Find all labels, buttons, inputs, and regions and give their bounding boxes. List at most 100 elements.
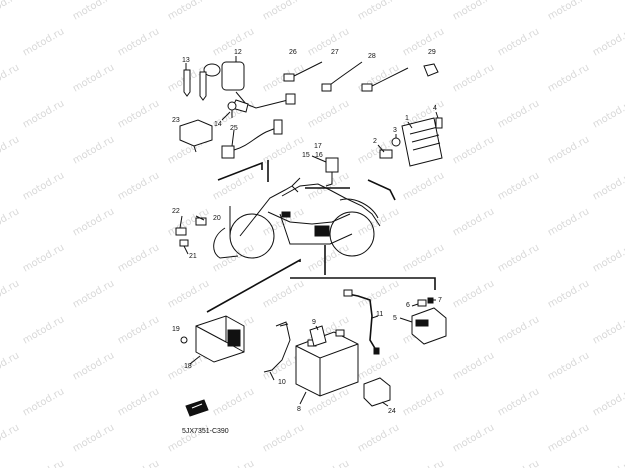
watermark-text: motod.ru — [261, 278, 306, 310]
leader-10 — [269, 371, 275, 381]
watermark-text: motod.ru — [0, 278, 21, 310]
brand-tag-stripe — [191, 403, 203, 409]
watermark-text: motod.ru — [0, 422, 21, 454]
nut-4 — [435, 117, 443, 129]
leader-9 — [315, 325, 319, 331]
divider-right-top — [367, 179, 396, 201]
unit-21 — [179, 239, 189, 247]
battery-edges — [295, 343, 359, 396]
igniter-connector — [227, 329, 241, 347]
label-11: 11 — [376, 311, 383, 318]
watermark-text: motod.ru — [21, 170, 66, 202]
divider-right-bottom — [290, 277, 436, 290]
fuse-holder-body — [325, 157, 339, 173]
watermark-text: motod.ru — [451, 278, 496, 310]
leader-21 — [183, 245, 189, 255]
watermark-text: motod.ru — [451, 134, 496, 166]
part-rectifier-regulator — [379, 117, 443, 167]
watermark-text: motod.ru — [116, 386, 161, 418]
part-battery-cover-9 — [309, 325, 327, 347]
region-dividers — [206, 160, 436, 313]
label-2: 2 — [373, 138, 377, 145]
part-igniter-18 — [195, 315, 245, 363]
label-26: 26 — [289, 49, 297, 56]
label-10: 10 — [278, 379, 286, 386]
watermark-text: motod.ru — [71, 62, 116, 94]
label-6: 6 — [406, 302, 410, 309]
label-25: 25 — [230, 125, 238, 132]
watermark-text: motod.ru — [21, 242, 66, 274]
watermark-text: motod.ru — [401, 242, 446, 274]
watermark-text: motod.ru — [306, 458, 351, 468]
screw-19 — [180, 336, 188, 344]
watermark-text: motod.ru — [71, 0, 116, 23]
main-switch-lead — [235, 91, 289, 109]
main-switch-body — [221, 61, 245, 91]
watermark-text: motod.ru — [591, 458, 625, 468]
starter-relay-top — [415, 319, 429, 327]
watermark-text: motod.ru — [71, 134, 116, 166]
watermark-text: motod.ru — [496, 98, 541, 130]
band-26-head — [283, 73, 295, 82]
label-29: 29 — [428, 49, 436, 56]
lead-25-coupler-b — [273, 119, 283, 135]
part-starter-relay-5 — [411, 297, 447, 345]
watermark-text: motod.ru — [401, 170, 446, 202]
part-battery-8 — [295, 329, 359, 397]
watermark-text: motod.ru — [401, 386, 446, 418]
watermark-text: motod.ru — [21, 386, 66, 418]
label-22: 22 — [172, 208, 180, 215]
watermark-text: motod.ru — [71, 350, 116, 382]
watermark-text: motod.ru — [546, 62, 591, 94]
handlebar — [291, 177, 301, 193]
label-1: 1 — [405, 115, 409, 122]
watermark-text: motod.ru — [451, 422, 496, 454]
label-16: 16 — [315, 152, 323, 159]
watermark-text: motod.ru — [211, 386, 256, 418]
watermark-text: motod.ru — [546, 422, 591, 454]
rear-wheel — [329, 211, 375, 257]
label-18: 18 — [184, 363, 192, 370]
part-fuse-holder — [325, 157, 339, 187]
leader-11 — [371, 315, 379, 319]
watermark-text: motod.ru — [116, 26, 161, 58]
leader-5 — [399, 317, 413, 323]
key-2 — [199, 71, 207, 101]
watermark-text: motod.ru — [0, 0, 21, 23]
bolt-2 — [379, 149, 393, 159]
label-12: 12 — [234, 49, 242, 56]
label-23: 23 — [172, 117, 180, 124]
watermark-text: motod.ru — [71, 278, 116, 310]
watermark-text: motod.ru — [451, 0, 496, 23]
watermark-text: motod.ru — [591, 386, 625, 418]
watermark-text: motod.ru — [0, 134, 21, 166]
battery-terminal-pos — [335, 329, 345, 337]
watermark-text: motod.ru — [356, 278, 401, 310]
watermark-text: motod.ru — [0, 350, 21, 382]
watermark-text: motod.ru — [546, 0, 591, 23]
label-14: 14 — [214, 121, 222, 128]
part-clip-29 — [423, 63, 439, 77]
watermark-text: motod.ru — [21, 314, 66, 346]
label-28: 28 — [368, 53, 376, 60]
watermark-text: motod.ru — [451, 62, 496, 94]
lead-25-wire — [233, 127, 277, 151]
watermark-text: motod.ru — [71, 206, 116, 238]
lower-frame — [279, 213, 353, 245]
watermark-text: motod.ru — [496, 314, 541, 346]
watermark-text: motod.ru — [496, 386, 541, 418]
watermark-text: motod.ru — [356, 0, 401, 23]
watermark-text: motod.ru — [546, 206, 591, 238]
label-15: 15 — [302, 152, 310, 159]
watermark-text: motod.ru — [116, 170, 161, 202]
watermark-text: motod.ru — [451, 206, 496, 238]
part-labels: 12 13 14 23 25 26 27 28 29 4 1 2 3 17 15… — [172, 49, 442, 415]
watermark-text: motod.ru — [116, 314, 161, 346]
watermark-text: motod.ru — [166, 278, 211, 310]
leader-6 — [411, 303, 419, 307]
watermark-text: motod.ru — [116, 458, 161, 468]
relay-23-tab — [193, 145, 197, 153]
watermark-text: motod.ru — [71, 422, 116, 454]
